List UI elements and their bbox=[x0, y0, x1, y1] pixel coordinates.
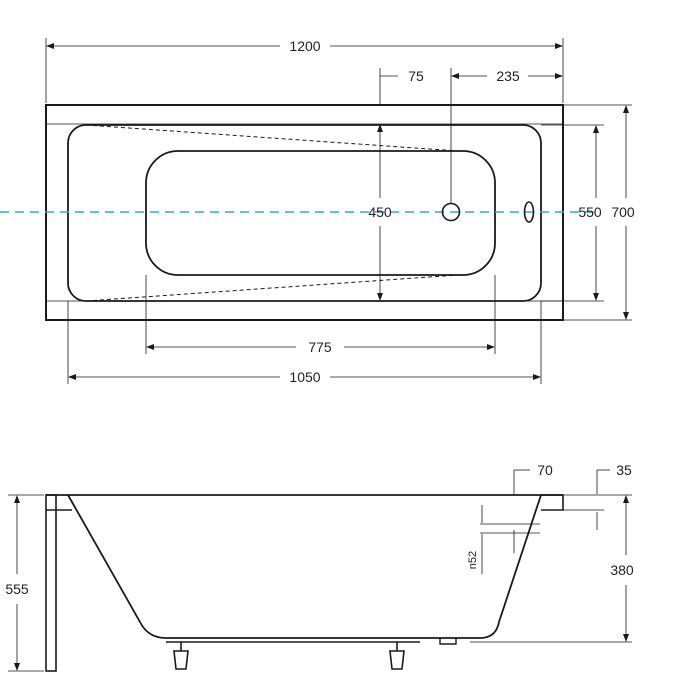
top-view: 1200 75 235 450 550 700 775 bbox=[0, 38, 635, 385]
dim-bottom-length: 775 bbox=[308, 339, 332, 355]
dim-rim-thickness: 35 bbox=[616, 462, 632, 478]
end-panel bbox=[45, 494, 57, 672]
dim-total-height: 555 bbox=[5, 581, 29, 597]
dim-overall-width: 700 bbox=[611, 204, 635, 220]
slope-line-top bbox=[85, 124, 459, 152]
bottom-flat-outline bbox=[145, 150, 496, 276]
dim-overall-length: 1200 bbox=[289, 38, 320, 54]
overflow-icon bbox=[523, 201, 535, 223]
dim-inner-length: 1050 bbox=[289, 369, 320, 385]
dim-overflow-size: n52 bbox=[467, 551, 479, 569]
dim-depth: 380 bbox=[610, 562, 634, 578]
leg-left bbox=[173, 642, 189, 670]
tub-body-outline bbox=[67, 494, 542, 639]
dim-drain-from-end: 235 bbox=[496, 68, 520, 84]
leg-right bbox=[389, 642, 405, 670]
dim-inner-width: 450 bbox=[368, 204, 392, 220]
dim-rim-inner-width: 550 bbox=[578, 204, 602, 220]
dim-drain-from-center: 75 bbox=[408, 68, 424, 84]
drain-stub bbox=[439, 638, 457, 645]
rim-right-end bbox=[541, 494, 564, 511]
dim-rim-step: 70 bbox=[537, 462, 553, 478]
side-view: n52 70 35 380 555 bbox=[5, 462, 634, 672]
slope-line-bottom bbox=[85, 274, 459, 302]
inner-basin-outline bbox=[67, 124, 542, 302]
